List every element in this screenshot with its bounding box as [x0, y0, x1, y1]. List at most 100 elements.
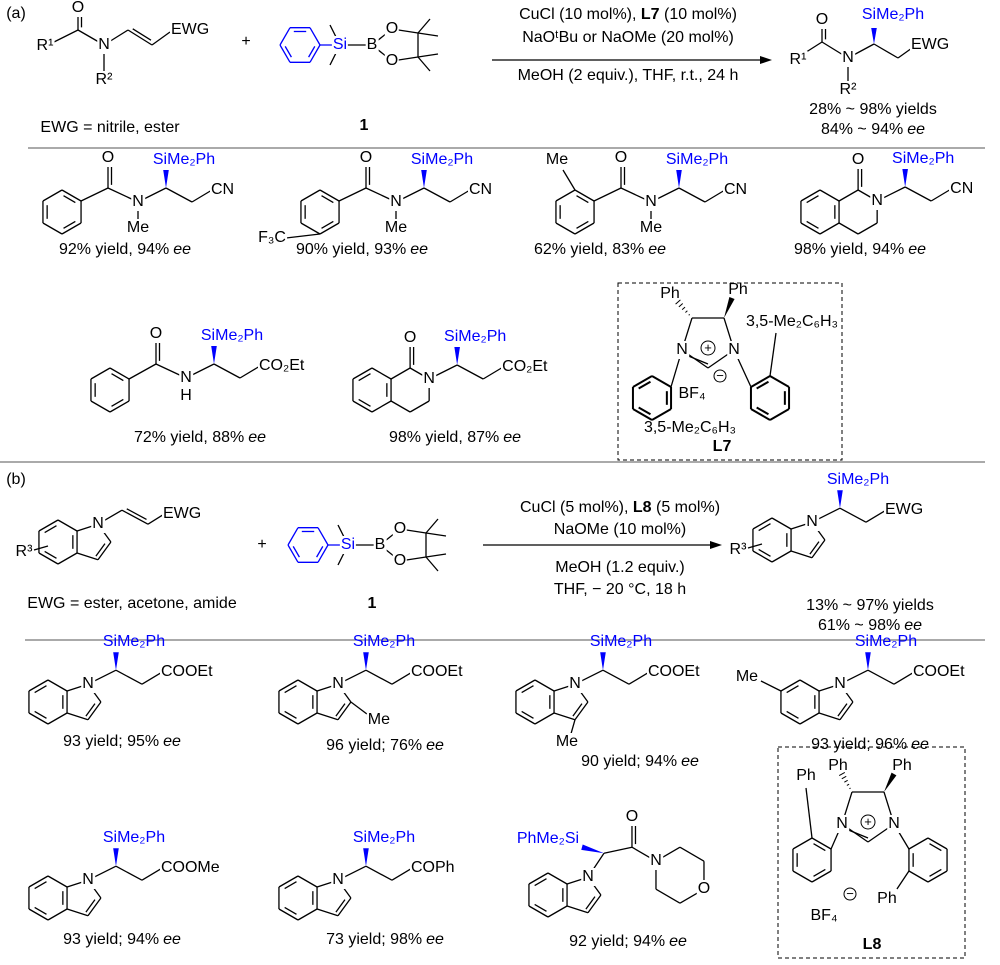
- ring-bond: [651, 408, 672, 421]
- ring-bond: [547, 872, 568, 885]
- bond: [141, 671, 163, 685]
- ring-bond: [42, 189, 63, 202]
- stereo-wedge-bond: [871, 28, 877, 44]
- ring-double-bond: [34, 685, 47, 694]
- bond: [409, 400, 430, 413]
- ring-bond: [352, 367, 373, 380]
- ring-double-bond: [638, 380, 651, 390]
- ee-label: ee: [908, 241, 927, 258]
- ring-double-bond: [521, 710, 534, 719]
- ring-bond: [319, 189, 340, 202]
- yield-label: 93 yield; 96%ee: [810, 736, 930, 754]
- ring-double-bond: [321, 195, 334, 204]
- reagent-number: 1: [359, 117, 369, 134]
- ligand-ref: L7: [640, 6, 660, 23]
- aryl-substituent-label: 3,5-Me₂C₆H₃: [643, 419, 737, 436]
- ring-bond: [309, 44, 321, 63]
- bond: [33, 545, 49, 551]
- bond: [391, 867, 413, 881]
- yield-value: 72% yield, 88%: [133, 429, 245, 446]
- silyl-group-label: SiMe₂Ph: [665, 151, 729, 168]
- negative-charge-icon: [713, 369, 727, 383]
- ring-bond: [655, 888, 681, 904]
- bond: [239, 365, 261, 379]
- conditions-line-3: MeOH (1.2 equiv.): [555, 559, 685, 576]
- ring-bond: [287, 527, 299, 546]
- methyl-bond: [425, 553, 447, 558]
- ewg-group-label: CN: [468, 181, 494, 199]
- hashed-bond: [675, 299, 681, 305]
- nitrogen-atom: N: [727, 341, 741, 359]
- ring-bond: [800, 189, 821, 202]
- yield-value: 93 yield; 96%: [811, 736, 908, 753]
- silyl-group-label: SiMe₂Ph: [102, 829, 166, 847]
- plus-sign: +: [257, 536, 267, 553]
- bond: [337, 897, 352, 917]
- ring-bond: [317, 527, 329, 546]
- ligand-loading: (10 mol%): [659, 6, 737, 23]
- ring-bond: [371, 400, 392, 413]
- hashed-bond: [678, 303, 684, 308]
- bond: [553, 712, 576, 721]
- hashed-bond: [846, 783, 850, 786]
- ring-bond: [61, 189, 82, 202]
- ring-bond: [574, 189, 595, 202]
- silyl-group-label: SiMe₂Ph: [410, 151, 474, 168]
- bond: [839, 507, 867, 523]
- ring-bond: [811, 837, 832, 850]
- yield-label: 96 yield; 76%ee: [325, 737, 445, 755]
- bond: [423, 187, 451, 203]
- ring-double-bond: [85, 703, 96, 717]
- ring-double-bond: [929, 868, 942, 877]
- r1-group: R¹: [788, 51, 808, 69]
- stereo-wedge-bond: [600, 652, 606, 671]
- ring-bond: [371, 367, 392, 380]
- bond: [97, 541, 112, 561]
- positive-charge-sign: +: [864, 814, 872, 829]
- ring-bond: [38, 519, 59, 532]
- ring-bond: [547, 905, 568, 918]
- ring-bond: [352, 400, 373, 413]
- bond: [316, 712, 339, 721]
- ring-double-bond: [534, 878, 547, 887]
- methyl-bond: [417, 18, 431, 34]
- methyl-bond: [417, 53, 439, 58]
- n-methyl: Me: [638, 219, 664, 237]
- bond: [115, 669, 143, 685]
- conditions-line-1: CuCl (10 mol%), L7 (10 mol%): [518, 6, 738, 24]
- yield-label: 90 yield; 94%ee: [580, 753, 700, 771]
- stereo-wedge-bond: [454, 347, 460, 365]
- ewg-group-label: EWG: [883, 501, 925, 520]
- bond: [897, 47, 913, 59]
- ring-bond: [47, 908, 68, 921]
- silicon-atom: Si: [331, 36, 349, 54]
- bond: [87, 701, 102, 721]
- bond: [574, 701, 589, 721]
- boron-atom: B: [373, 536, 387, 554]
- ring-double-bond: [358, 373, 371, 382]
- bond: [365, 865, 393, 881]
- ring-bond: [47, 712, 68, 725]
- nitrogen-atom: N: [81, 871, 95, 890]
- ring-bond: [47, 679, 68, 692]
- ewg-group: EWG: [910, 36, 951, 54]
- phenyl-label: Ph: [877, 890, 897, 907]
- hashed-bond: [681, 306, 686, 311]
- ring-bond: [47, 875, 68, 888]
- ring-double-bond: [321, 220, 334, 229]
- ring-bond: [319, 222, 340, 235]
- ring-bond: [279, 27, 291, 46]
- counterion-label: BF₄: [810, 907, 838, 924]
- nitrogen-atom: N: [422, 370, 436, 388]
- ring-bond: [278, 875, 299, 888]
- stereo-wedge-bond: [902, 169, 908, 187]
- bond: [904, 186, 932, 202]
- yield-label: 93 yield; 94%ee: [62, 931, 182, 949]
- panel-label-b: (b): [6, 471, 26, 488]
- yield-label: 90% yield, 93%ee: [295, 241, 429, 259]
- yield-label: 72% yield, 88%ee: [133, 429, 267, 447]
- bond: [316, 908, 339, 917]
- bond: [760, 680, 782, 692]
- positive-charge-sign: +: [704, 340, 712, 355]
